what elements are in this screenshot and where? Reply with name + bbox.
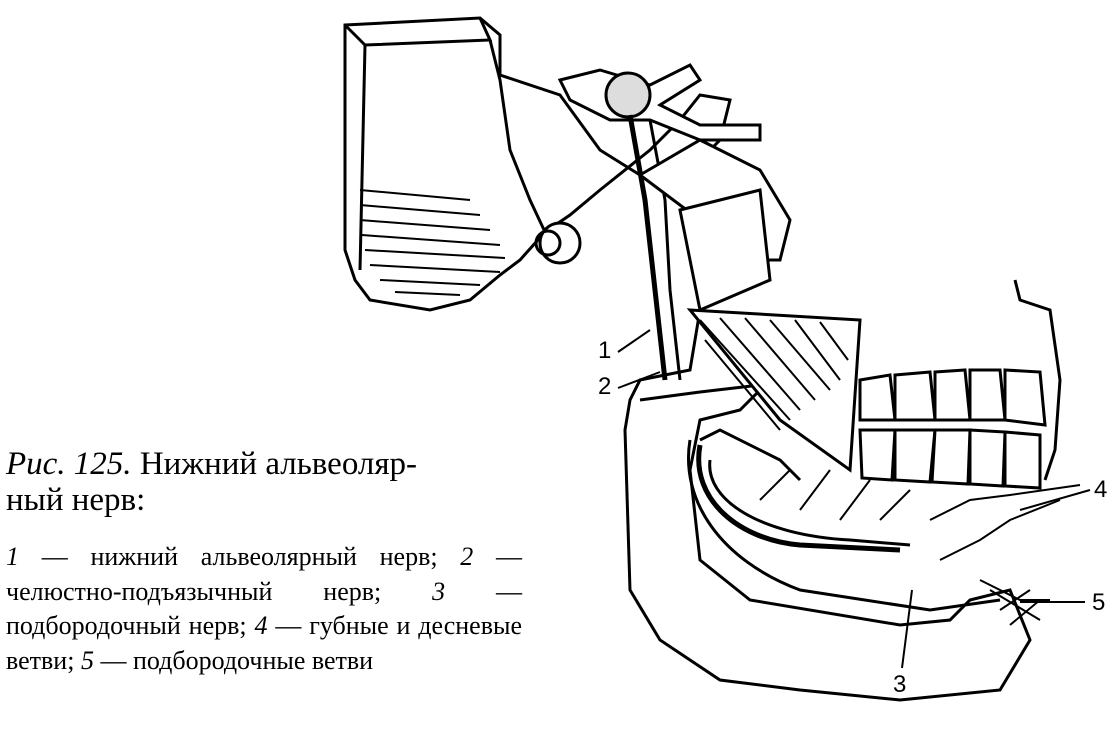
figure-caption-title: Рис. 125. Нижний альвеоляр- ный нерв: (6, 446, 522, 518)
figure-label-5: 5 (1092, 589, 1105, 616)
legend-text-5: подбородочные ветви (132, 645, 374, 675)
dash: — (41, 542, 68, 571)
dash: — (275, 611, 302, 640)
legend-text-4: губные и десневые ветви; (6, 611, 522, 675)
masseter-muscle (686, 308, 862, 473)
inferior-alveolar-nerve (627, 114, 911, 553)
dash: — (496, 576, 523, 606)
figure-number: Рис. 125. (6, 446, 132, 482)
leader-lines (617, 329, 1091, 669)
dash: — (100, 645, 127, 675)
legend-num-1: 1 (6, 542, 19, 571)
caption-title-line1: Нижний альвеоляр- (139, 446, 418, 482)
figure-label-2: 2 (598, 373, 611, 400)
legend-num-2: 2 (460, 542, 474, 571)
temporal-bone-fragment (343, 16, 732, 312)
legend-num-5: 5 (80, 645, 94, 675)
teeth (858, 279, 1062, 490)
legend-text-2: челюстно-подъязычный нерв; (6, 576, 382, 606)
figure-label-3: 3 (893, 671, 906, 698)
legend-num-4: 4 (254, 611, 268, 640)
mandible (623, 138, 1032, 702)
labial-gingival-branches (759, 469, 1081, 561)
legend-text-3: подбородочный нерв; (6, 611, 247, 640)
legend-num-3: 3 (432, 576, 446, 606)
figure-label-1: 1 (598, 337, 611, 364)
dash: — (496, 542, 523, 571)
caption-title-line2: ный нерв: (6, 482, 146, 518)
figure-legend: 1 — нижний альвеолярный нерв; 2 — челюст… (6, 540, 522, 678)
legend-text-1: нижний альвеолярный нерв; (90, 542, 438, 571)
mental-branches (979, 579, 1050, 626)
figure-label-4: 4 (1094, 476, 1107, 503)
